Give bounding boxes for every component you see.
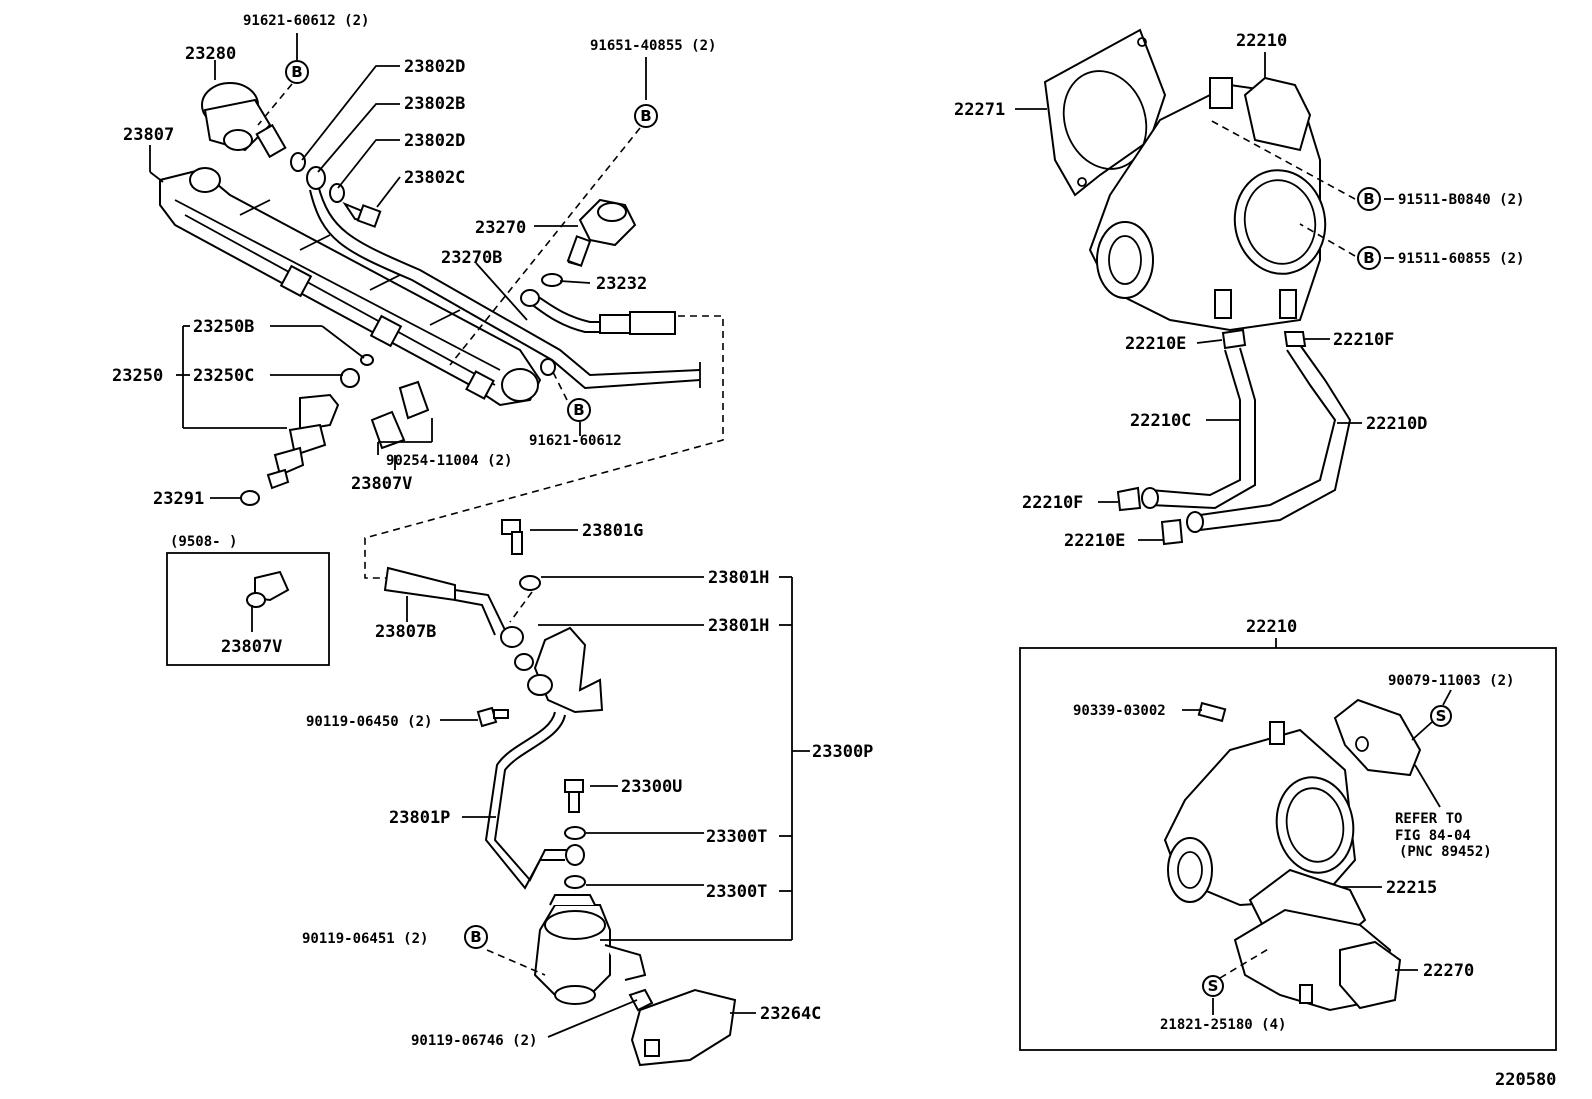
callout-s-1: S	[1430, 705, 1452, 727]
fuel-rail-group	[159, 82, 701, 506]
label-23250c: 23250C	[193, 366, 254, 386]
label-22210c: 22210C	[1130, 411, 1191, 431]
insulator-b	[370, 410, 406, 450]
insulator-a	[398, 380, 430, 420]
label-23801g: 23801G	[582, 521, 643, 541]
label-90119-06451: 90119-06451 (2)	[302, 931, 428, 947]
label-21821-25180: 21821-25180 (4)	[1160, 1017, 1286, 1033]
label-22210e-b: 22210E	[1064, 531, 1125, 551]
label-23250: 23250	[112, 366, 163, 386]
throttle-gasket	[1043, 28, 1167, 197]
label-9508: (9508- )	[170, 534, 237, 550]
label-23280: 23280	[185, 44, 236, 64]
callout-s-2: S	[1202, 975, 1224, 997]
label-90119-06450: 90119-06450 (2)	[306, 714, 432, 730]
callout-b-6: B	[1357, 246, 1381, 270]
label-22215: 22215	[1386, 878, 1437, 898]
fuel-filter	[533, 894, 647, 1005]
label-23270b: 23270B	[441, 248, 502, 268]
label-22210-box: 22210	[1246, 617, 1297, 637]
throttle-body-assy-box	[1019, 638, 1557, 1051]
label-23300t-a: 23300T	[706, 827, 767, 847]
callout-b-2: B	[634, 104, 658, 128]
label-23801h-b: 23801H	[708, 616, 769, 636]
svg-text:B: B	[470, 928, 481, 946]
label-91621-60612-top: 91621-60612 (2)	[243, 13, 369, 29]
label-23264c: 23264C	[760, 1004, 821, 1024]
seal-23291	[240, 490, 260, 506]
fuel-hose-group	[383, 519, 737, 1067]
label-22210f-b: 22210F	[1022, 493, 1083, 513]
gasket-23802d-b	[329, 183, 345, 203]
label-23801h-a: 23801H	[708, 568, 769, 588]
label-22210d: 22210D	[1366, 414, 1427, 434]
grommet-23250c	[340, 368, 360, 388]
pulsation-damper	[201, 82, 287, 159]
label-22271: 22271	[954, 100, 1005, 120]
label-22270: 22270	[1423, 961, 1474, 981]
leaders-lower-right	[1182, 689, 1452, 1015]
label-refer-3: (PNC 89452)	[1399, 844, 1492, 860]
label-23802c: 23802C	[404, 168, 465, 188]
fuel-rail	[159, 168, 542, 407]
label-90254-11004: 90254-11004 (2)	[386, 453, 512, 469]
svg-text:B: B	[1363, 249, 1374, 267]
label-90079-11003: 90079-11003 (2)	[1388, 673, 1514, 689]
coolant-hoses	[1116, 328, 1352, 546]
callout-b-5: B	[1357, 187, 1381, 211]
label-22210e-a: 22210E	[1125, 334, 1186, 354]
label-23807b: 23807B	[375, 622, 436, 642]
label-91511-b0840: 91511-B0840 (2)	[1398, 192, 1524, 208]
fuel-injector	[266, 393, 340, 490]
leaders-upper-right	[1015, 52, 1394, 541]
svg-text:B: B	[640, 107, 651, 125]
label-refer-2: FIG 84-04	[1395, 828, 1471, 844]
gasket-23802d-a	[290, 152, 306, 172]
label-23801p: 23801P	[389, 808, 450, 828]
throttle-body-top	[1043, 28, 1327, 332]
label-90119-06746: 90119-06746 (2)	[411, 1033, 537, 1049]
label-90339-03002: 90339-03002	[1073, 703, 1166, 719]
gasket-23802b	[306, 166, 326, 190]
label-23802d-a: 23802D	[404, 57, 465, 77]
svg-text:B: B	[1363, 190, 1374, 208]
label-23807v-box: 23807V	[221, 637, 282, 657]
callout-b-1: B	[285, 60, 309, 84]
label-23802b: 23802B	[404, 94, 465, 114]
label-23270: 23270	[475, 218, 526, 238]
label-23802d-b: 23802D	[404, 131, 465, 151]
callout-b-4: B	[464, 925, 488, 949]
svg-text:B: B	[291, 63, 302, 81]
leaders-lower-left	[406, 529, 810, 1038]
svg-text:B: B	[573, 401, 584, 419]
label-23300t-b: 23300T	[706, 882, 767, 902]
label-23232: 23232	[596, 274, 647, 294]
leaders-upper-left	[149, 33, 647, 499]
o-ring-23232	[541, 273, 563, 287]
label-refer-1: REFER TO	[1395, 811, 1462, 827]
callout-b-3: B	[567, 398, 591, 422]
svg-text:S: S	[1436, 707, 1447, 725]
label-91511-60855: 91511-60855 (2)	[1398, 251, 1524, 267]
label-22210f-a: 22210F	[1333, 330, 1394, 350]
label-23250b: 23250B	[193, 317, 254, 337]
label-22210-top: 22210	[1236, 31, 1287, 51]
label-91621-60612-b: 91621-60612	[529, 433, 622, 449]
figure-id: 220580	[1495, 1070, 1556, 1090]
svg-text:S: S	[1208, 977, 1219, 995]
pressure-regulator	[566, 198, 637, 267]
label-23807: 23807	[123, 125, 174, 145]
label-23300p: 23300P	[812, 742, 873, 762]
inset-box-9508	[166, 552, 330, 666]
label-23807v: 23807V	[351, 474, 412, 494]
union-bolt	[342, 201, 382, 228]
label-23300u: 23300U	[621, 777, 682, 797]
label-23291: 23291	[153, 489, 204, 509]
label-91651-40855: 91651-40855 (2)	[590, 38, 716, 54]
